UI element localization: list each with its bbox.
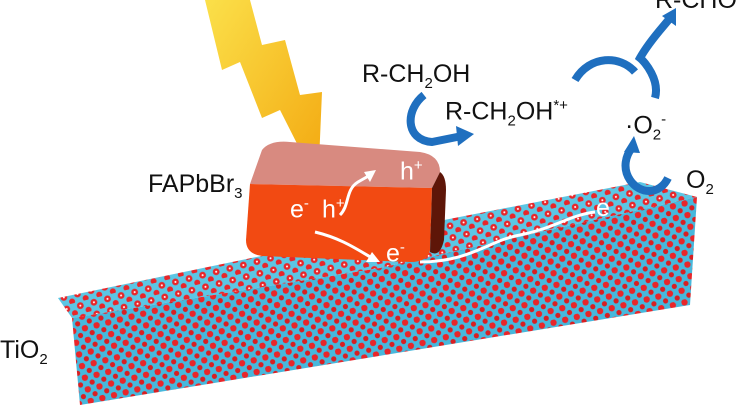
radical-subscript: 2 [507, 112, 516, 130]
superoxide-label: ·O2- [625, 112, 666, 142]
tio2-slab-front [72, 197, 697, 405]
electron-transferred: e- [386, 240, 405, 266]
alcohol-text: R-CH [362, 60, 425, 88]
hole-surface-text: h [400, 157, 414, 186]
hole-surface: h+ [400, 158, 423, 184]
electron-text: e [290, 195, 304, 224]
hole-surface-superscript: + [413, 157, 423, 174]
oxygen-reduction-arrow [621, 145, 672, 195]
product-formation-arrow-right [634, 15, 674, 100]
crystal-front-face [246, 184, 432, 262]
oxygen-text: O [686, 166, 706, 194]
arrow-head-product [662, 8, 676, 26]
radical-text: R-CH [445, 97, 508, 126]
radical-cation-label: R-CH2OH*+ [445, 98, 568, 128]
arrow-head-superoxide [624, 136, 640, 153]
electron-transfer-arrow [419, 210, 596, 264]
electron-transferred-superscript: - [399, 239, 405, 256]
superoxide-subscript: 2 [652, 126, 662, 144]
alcohol-tail: OH [432, 60, 471, 88]
radical-superscript: *+ [553, 97, 568, 114]
oxygen-label: O2 [686, 166, 714, 198]
alcohol-subscript: 2 [424, 75, 433, 92]
arrow-head-radical [456, 126, 474, 146]
tio2-label: TiO2 [0, 336, 48, 368]
tio2-text: TiO [0, 336, 40, 364]
hole-text: h [322, 195, 336, 224]
hole-superscript: + [335, 195, 345, 212]
alcohol-label: R-CH2OH [362, 60, 471, 92]
light-bolt-icon [205, 0, 322, 185]
perovskite-subscript: 3 [234, 185, 243, 202]
hole-transfer-arrow [338, 172, 373, 217]
alcohol-oxidation-arrow [406, 91, 463, 147]
electron-tio2: e [596, 196, 610, 221]
hole-in-crystal: h+ [322, 196, 345, 222]
product-label: R-CHO [655, 0, 737, 14]
superoxide-superscript: - [661, 111, 667, 128]
crystal-side-face [430, 172, 446, 254]
tio2-subscript: 2 [39, 351, 48, 368]
product-formation-arrow-left [571, 56, 638, 83]
hole-arrow-head [364, 170, 376, 182]
electron-transferred-text: e [386, 239, 400, 268]
perovskite-text: FAPbBr [148, 170, 235, 198]
electron-tio2-text: e [596, 194, 610, 222]
electron-arrow-head [366, 252, 380, 262]
electron-excitation-arrow [314, 230, 373, 260]
crystal-top-face [250, 141, 440, 188]
superoxide-text: ·O [625, 111, 653, 140]
reaction-arrows [406, 15, 674, 195]
electron-in-crystal: e- [290, 196, 309, 222]
perovskite-label: FAPbBr3 [148, 170, 243, 202]
radical-tail: OH [515, 97, 554, 126]
electron-superscript: - [303, 195, 309, 212]
oxygen-subscript: 2 [705, 181, 714, 198]
